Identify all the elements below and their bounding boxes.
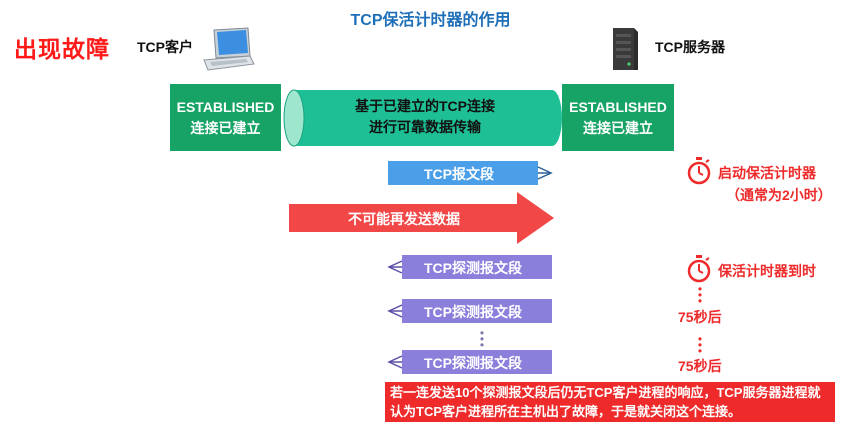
client-state-box: ESTABLISHED 连接已建立: [170, 84, 281, 151]
segment-arrow: [388, 161, 553, 185]
connection-tube: [283, 89, 562, 147]
probe-arrow: [387, 255, 552, 279]
laptop-icon: [203, 27, 255, 71]
wait-label: 75秒后: [678, 358, 722, 374]
cannot-send-arrow: [289, 192, 554, 244]
tube-line1: 基于已建立的TCP连接: [355, 98, 495, 114]
cannot-send-label: 不可能再发送数据: [348, 211, 460, 227]
stopwatch-icon: [687, 255, 711, 283]
tube-text: 基于已建立的TCP连接 进行可靠数据传输: [300, 96, 550, 138]
ellipsis-dots: •••: [479, 326, 485, 352]
server-icon: [613, 28, 638, 70]
server-label: TCP服务器: [655, 39, 725, 55]
timer-start-line1: 启动保活计时器: [718, 165, 816, 181]
probe-arrow: [387, 299, 552, 323]
server-state-box: ESTABLISHED 连接已建立: [562, 84, 674, 151]
wait-dots: •••: [697, 332, 703, 358]
server-state-line2: 连接已建立: [583, 119, 653, 136]
conclusion-note: 若一连发送10个探测报文段后仍无TCP客户进程的响应，TCP服务器进程就认为TC…: [385, 382, 835, 422]
timer-start-line2: （通常为2小时）: [726, 187, 832, 203]
probe-label: TCP探测报文段: [424, 355, 522, 371]
wait-dots: •••: [697, 282, 703, 308]
tube-line2: 进行可靠数据传输: [369, 119, 481, 135]
stopwatch-icon: [687, 157, 711, 185]
server-state-line1: ESTABLISHED: [569, 98, 667, 115]
segment-label: TCP报文段: [424, 166, 494, 182]
probe-label: TCP探测报文段: [424, 304, 522, 320]
timer-expire-label: 保活计时器到时: [718, 263, 816, 279]
fault-label: 出现故障: [14, 36, 110, 62]
client-label: TCP客户: [137, 39, 193, 55]
diagram-title: TCP保活计时器的作用: [350, 12, 511, 29]
client-state-line2: 连接已建立: [190, 119, 261, 136]
probe-label: TCP探测报文段: [424, 260, 522, 276]
wait-label: 75秒后: [678, 309, 722, 325]
client-state-line1: ESTABLISHED: [176, 98, 275, 115]
probe-arrow: [387, 350, 552, 374]
